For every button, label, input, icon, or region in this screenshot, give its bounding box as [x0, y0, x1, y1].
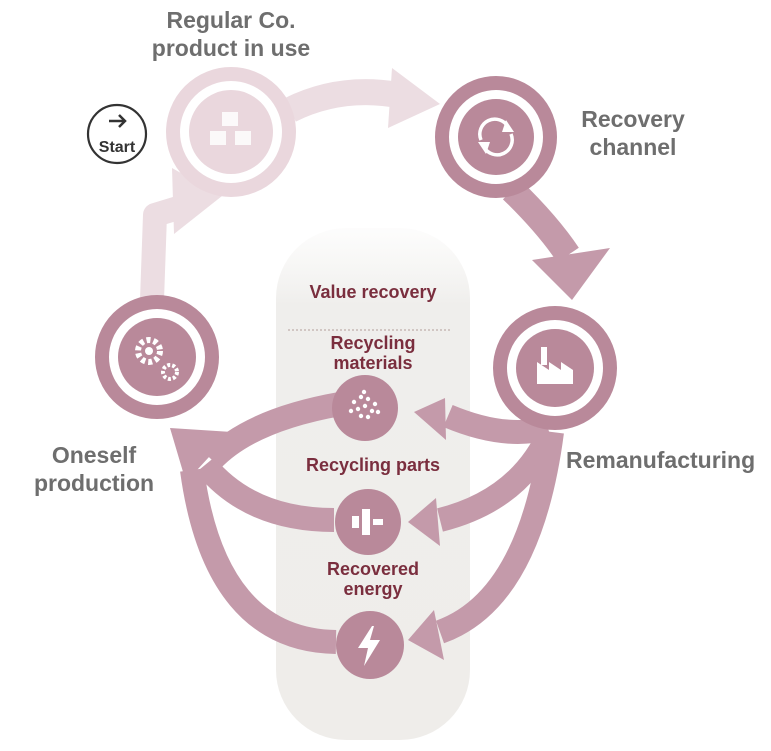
value-recovery-panel	[276, 228, 470, 740]
component-icon	[352, 509, 383, 535]
arrow-remanufacturing-to-energy	[408, 430, 564, 660]
factory-icon	[537, 347, 573, 384]
node-oneself-production	[95, 295, 219, 419]
node-recycling-materials	[332, 375, 398, 441]
label-recovered-energy: Recovered energy	[326, 559, 420, 599]
particles-icon	[348, 389, 381, 420]
label-recycling-materials: Recycling materials	[330, 333, 416, 373]
cycle-arrowhead	[502, 120, 514, 132]
gears-icon	[135, 337, 179, 381]
arrow-production-to-product	[140, 168, 222, 301]
label-remanufacturing: Remanufacturing	[566, 447, 756, 473]
arrow-energy-to-production	[170, 428, 337, 654]
boxes-icon	[210, 112, 251, 145]
node-recovered-energy	[336, 611, 404, 679]
arrow-product-to-recovery	[284, 68, 440, 128]
cycle-arrows-icon	[478, 117, 514, 157]
arrow-recovery-to-remanufacturing	[502, 180, 610, 300]
lightning-icon	[358, 626, 380, 666]
cycle-arrowhead	[478, 142, 490, 154]
label-recycling-parts: Recycling parts	[305, 455, 441, 475]
node-recycling-parts	[335, 489, 401, 555]
node-recovery-channel	[435, 76, 557, 198]
start-button[interactable]: Start	[86, 103, 148, 165]
node-product-in-use	[166, 67, 296, 197]
label-recovery-channel: Recovery channel	[581, 106, 685, 160]
arrow-materials-to-production	[203, 392, 343, 469]
node-remanufacturing	[493, 306, 617, 430]
value-recovery-title: Value recovery	[309, 282, 437, 302]
start-label: Start	[99, 139, 136, 156]
label-product-in-use: Regular Co. product in use	[151, 7, 311, 61]
arrow-right-icon	[109, 114, 127, 128]
label-oneself-production: Oneself production	[33, 442, 155, 496]
arrow-parts-to-production	[195, 457, 335, 532]
